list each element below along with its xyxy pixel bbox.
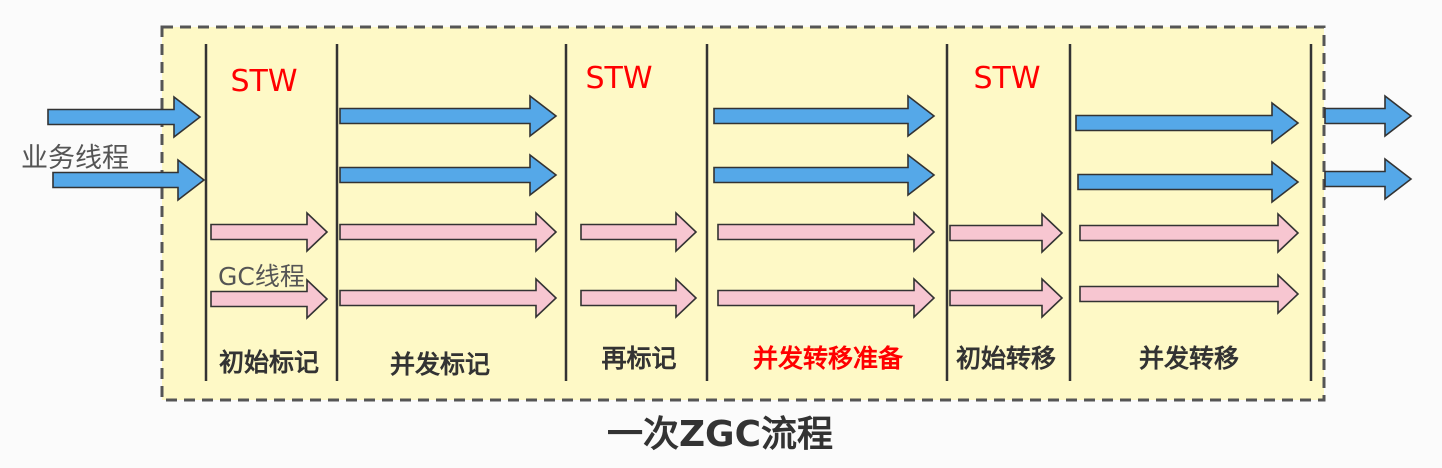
gc-thread-arrow	[1079, 212, 1300, 254]
gc-thread-arrow	[1079, 273, 1300, 315]
business-thread-arrow	[713, 153, 936, 197]
stw-label-remark: STW	[585, 61, 652, 96]
business-thread-arrow	[52, 158, 206, 202]
thread-arrows	[47, 94, 1413, 320]
gc-thread-arrow	[949, 277, 1064, 319]
business-thread-arrow	[1075, 101, 1300, 145]
phase-label-initial-relocate: 初始转移	[956, 344, 1056, 373]
phase-label-concurrent-relocate: 并发转移	[1139, 344, 1239, 373]
phase-label-concurrent-prepare-relocate: 并发转移准备	[753, 344, 904, 373]
business-thread-arrow	[47, 95, 202, 139]
phase-label-initial-mark: 初始标记	[219, 348, 319, 377]
gc-thread-arrow	[339, 277, 558, 319]
gc-thread-arrow	[210, 211, 329, 253]
phase-dividers	[204, 44, 1313, 381]
phase-label-concurrent-mark: 并发标记	[390, 350, 490, 379]
stw-label-initial-relocate: STW	[973, 61, 1040, 96]
gc-thread-arrow	[717, 211, 936, 253]
business-thread-arrow	[1324, 94, 1413, 138]
stw-label-initial-mark: STW	[230, 64, 297, 99]
gc-thread-arrow	[339, 211, 558, 253]
business-thread-arrow	[1324, 157, 1413, 201]
business-thread-arrow	[713, 94, 936, 138]
gc-thread-arrow	[717, 277, 936, 319]
diagram-caption: 一次ZGC流程	[607, 414, 833, 455]
gc-thread-arrow	[580, 211, 698, 253]
phase-label-remark: 再标记	[601, 344, 676, 373]
business-thread-arrow	[1077, 160, 1300, 204]
gc-threads-label: GC线程	[218, 262, 305, 291]
gc-thread-arrow	[580, 277, 698, 319]
phase-panel	[160, 25, 1326, 402]
business-thread-arrow	[339, 153, 558, 197]
business-thread-arrow	[339, 94, 558, 138]
business-threads-label: 业务线程	[21, 143, 129, 174]
gc-thread-arrow	[949, 212, 1064, 254]
gc-thread-arrow	[210, 278, 329, 320]
